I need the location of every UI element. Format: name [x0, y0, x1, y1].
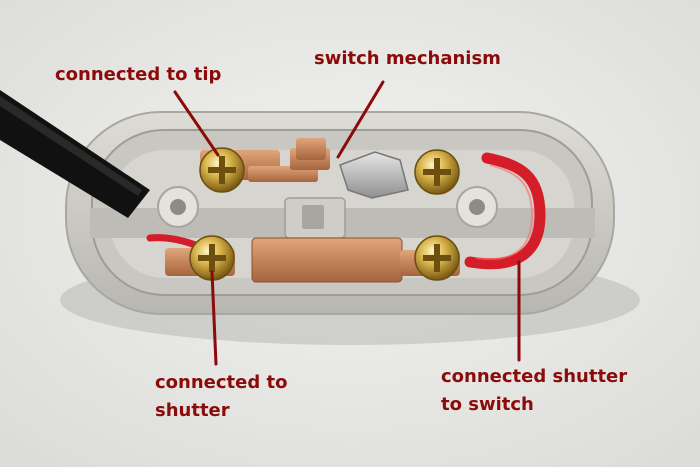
red-jumper-wire-highlight — [475, 164, 534, 261]
label-connected-to-shutter-line1: connected to — [155, 372, 288, 393]
switch-mechanism — [284, 138, 409, 239]
label-shutter-to-switch-line1: connected shutter — [441, 366, 628, 387]
lower-contact-bar — [251, 237, 403, 283]
screw-post-left — [157, 186, 199, 228]
brass-screw-top-right — [414, 149, 460, 195]
label-shutter-to-switch-line2: to switch — [441, 394, 534, 415]
black-cable — [0, 90, 150, 218]
red-wire-left — [146, 234, 202, 250]
label-connected-to-tip: connected to tip — [55, 64, 222, 85]
label-connected-to-shutter-line2: shutter — [155, 400, 230, 421]
brass-screw-top-left — [199, 147, 245, 193]
screw-post-right — [456, 186, 498, 228]
red-jumper-wire — [464, 152, 546, 270]
pointer-switch — [336, 80, 385, 159]
label-switch-mechanism: switch mechanism — [314, 48, 501, 69]
brass-screw-bottom-right — [414, 235, 460, 281]
pointer-shutter — [210, 270, 218, 366]
pointer-tip — [173, 90, 220, 157]
